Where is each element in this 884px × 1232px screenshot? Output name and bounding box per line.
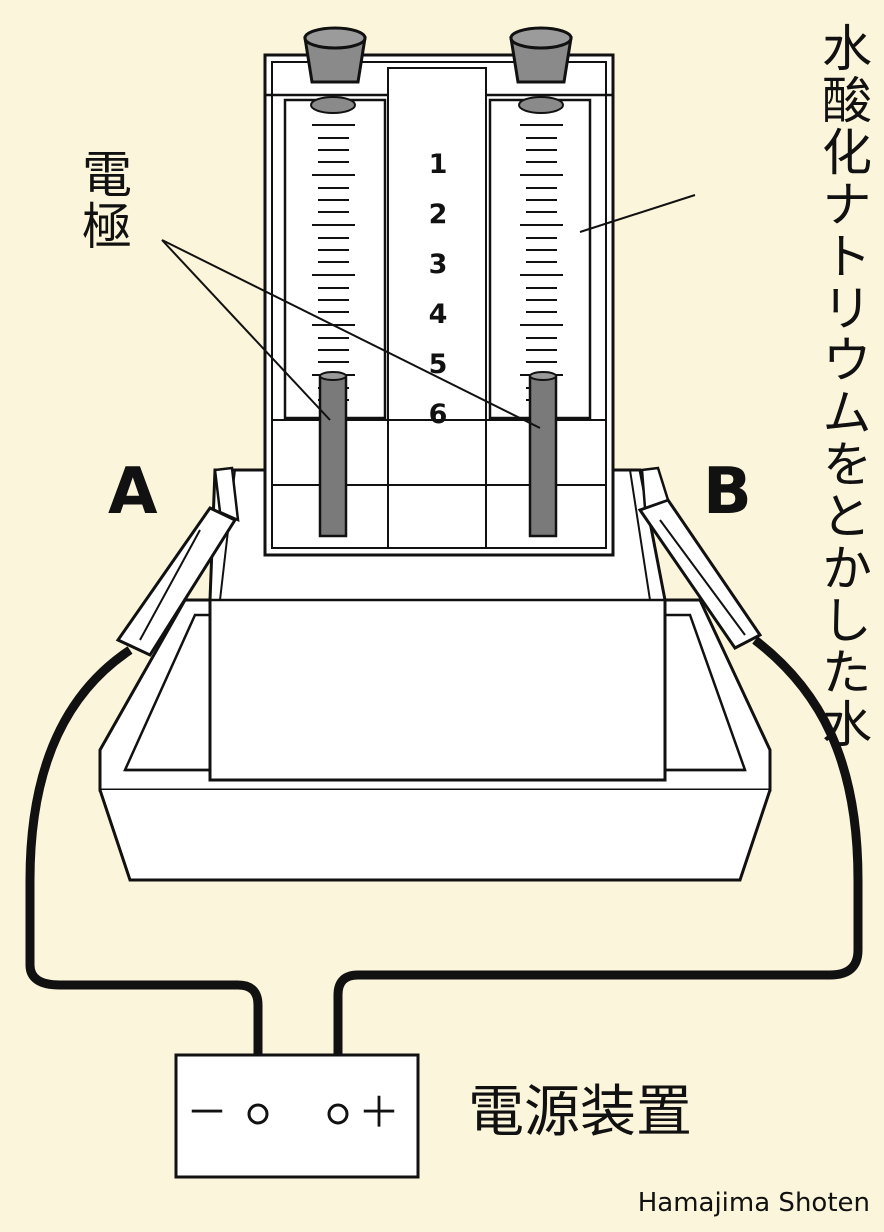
electrode-leader-right: [161, 239, 541, 429]
scale-number: 3: [428, 249, 448, 280]
terminal-a-label: A: [108, 455, 158, 529]
left-stopper: [303, 26, 367, 84]
publisher-credit: Hamajima Shoten: [637, 1188, 870, 1218]
left-electrode: [318, 371, 348, 538]
right-graduated-tube: [488, 96, 592, 420]
power-supply-box: [174, 1053, 420, 1179]
clip-b: [637, 466, 763, 650]
electrode-leader-left: [161, 239, 331, 421]
scale-number: 2: [428, 199, 448, 230]
wire-positive: [333, 636, 863, 1110]
scale-numbers: 1 2 3 4 5 6: [418, 140, 458, 440]
scale-number: 4: [428, 299, 448, 330]
scale-number: 1: [428, 149, 448, 180]
electrode-label: 電極: [74, 148, 132, 252]
power-supply-label: 電源装置: [468, 1080, 692, 1145]
terminal-b-label: B: [703, 455, 752, 529]
scale-number: 6: [428, 399, 448, 430]
minus-sign: －: [186, 1088, 229, 1137]
wire-negative: [25, 646, 263, 1110]
clip-a: [115, 466, 240, 657]
negative-terminal: [247, 1103, 269, 1125]
solution-leader: [579, 194, 696, 233]
right-stopper: [509, 26, 573, 84]
right-electrode: [528, 371, 558, 538]
scale-number: 5: [428, 349, 448, 380]
plus-sign: ＋: [358, 1088, 401, 1137]
solution-label: 水酸化ナトリウムをとかした水: [814, 22, 872, 750]
left-graduated-tube: [283, 96, 387, 420]
positive-terminal: [327, 1103, 349, 1125]
